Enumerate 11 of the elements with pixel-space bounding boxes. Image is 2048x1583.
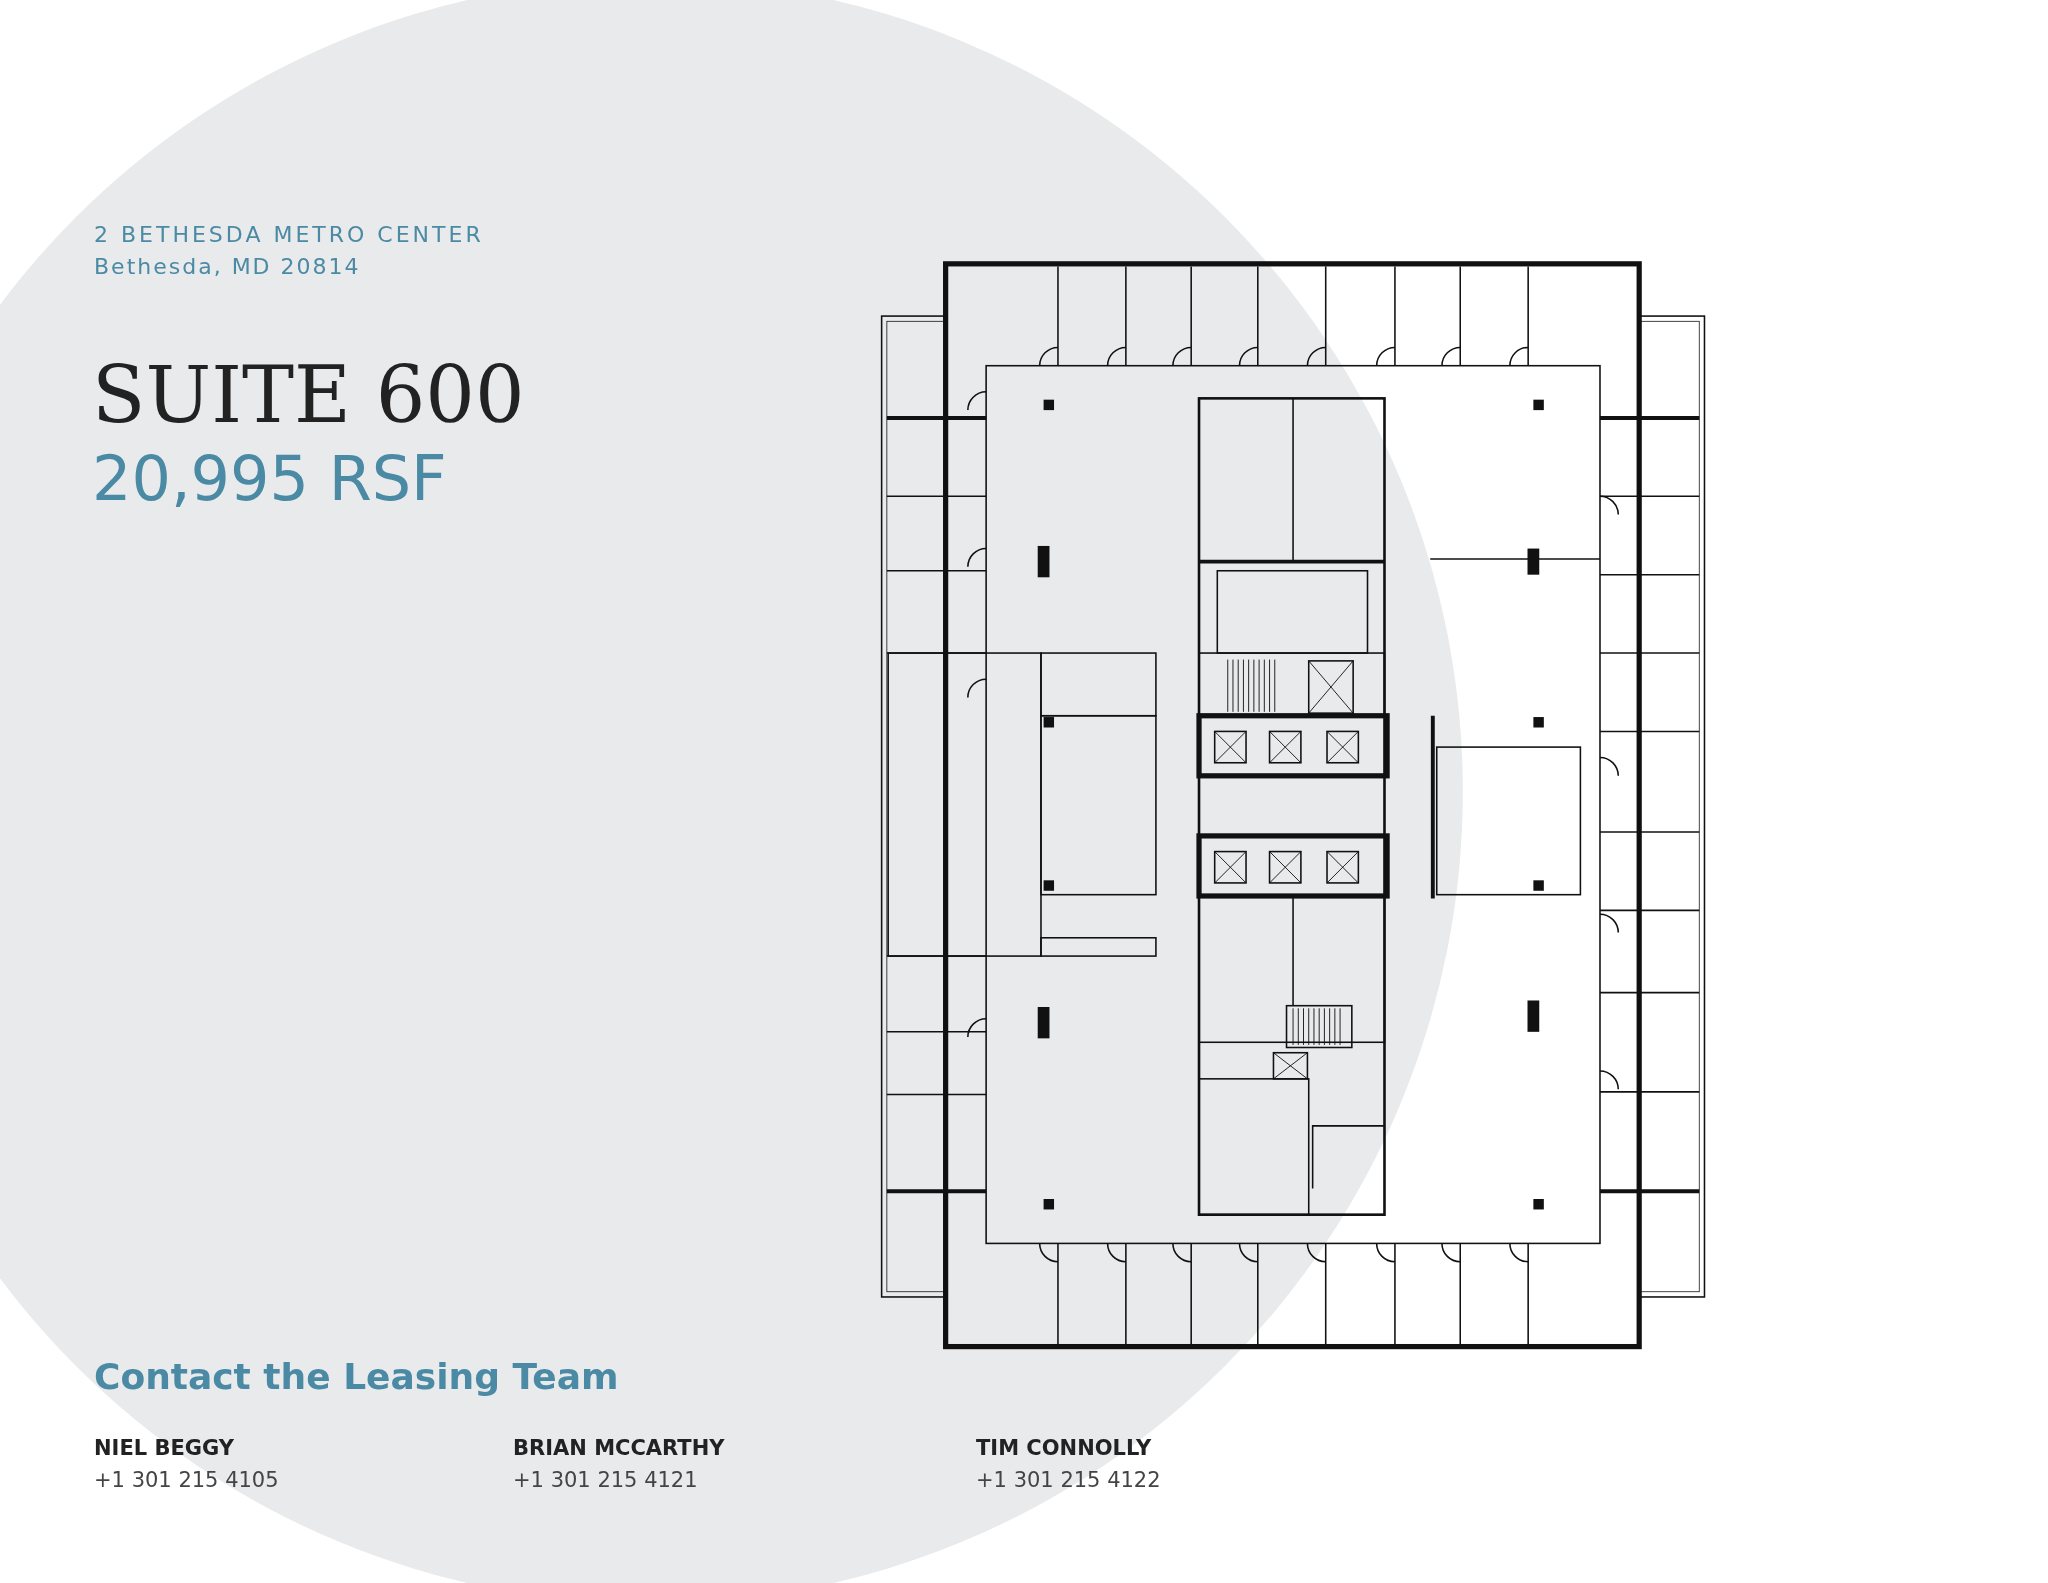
contact-name: BRIAN MCCARTHY [513,1436,725,1460]
address-line: 2 BETHESDA METRO CENTER [94,222,484,247]
phone-number: +1 301 215 4122 [976,1468,1161,1492]
address-line: Bethesda, MD 20814 [94,254,361,279]
area-label: 20,995 RSF [92,442,447,515]
phone-number: +1 301 215 4105 [94,1468,279,1492]
suite-title: SUITE 600 [92,350,525,440]
phone-number: +1 301 215 4121 [513,1468,698,1492]
contact-heading: Contact the Leasing Team [94,1356,619,1397]
contact-name: NIEL BEGGY [94,1436,234,1460]
contact-name: TIM CONNOLLY [976,1436,1152,1460]
